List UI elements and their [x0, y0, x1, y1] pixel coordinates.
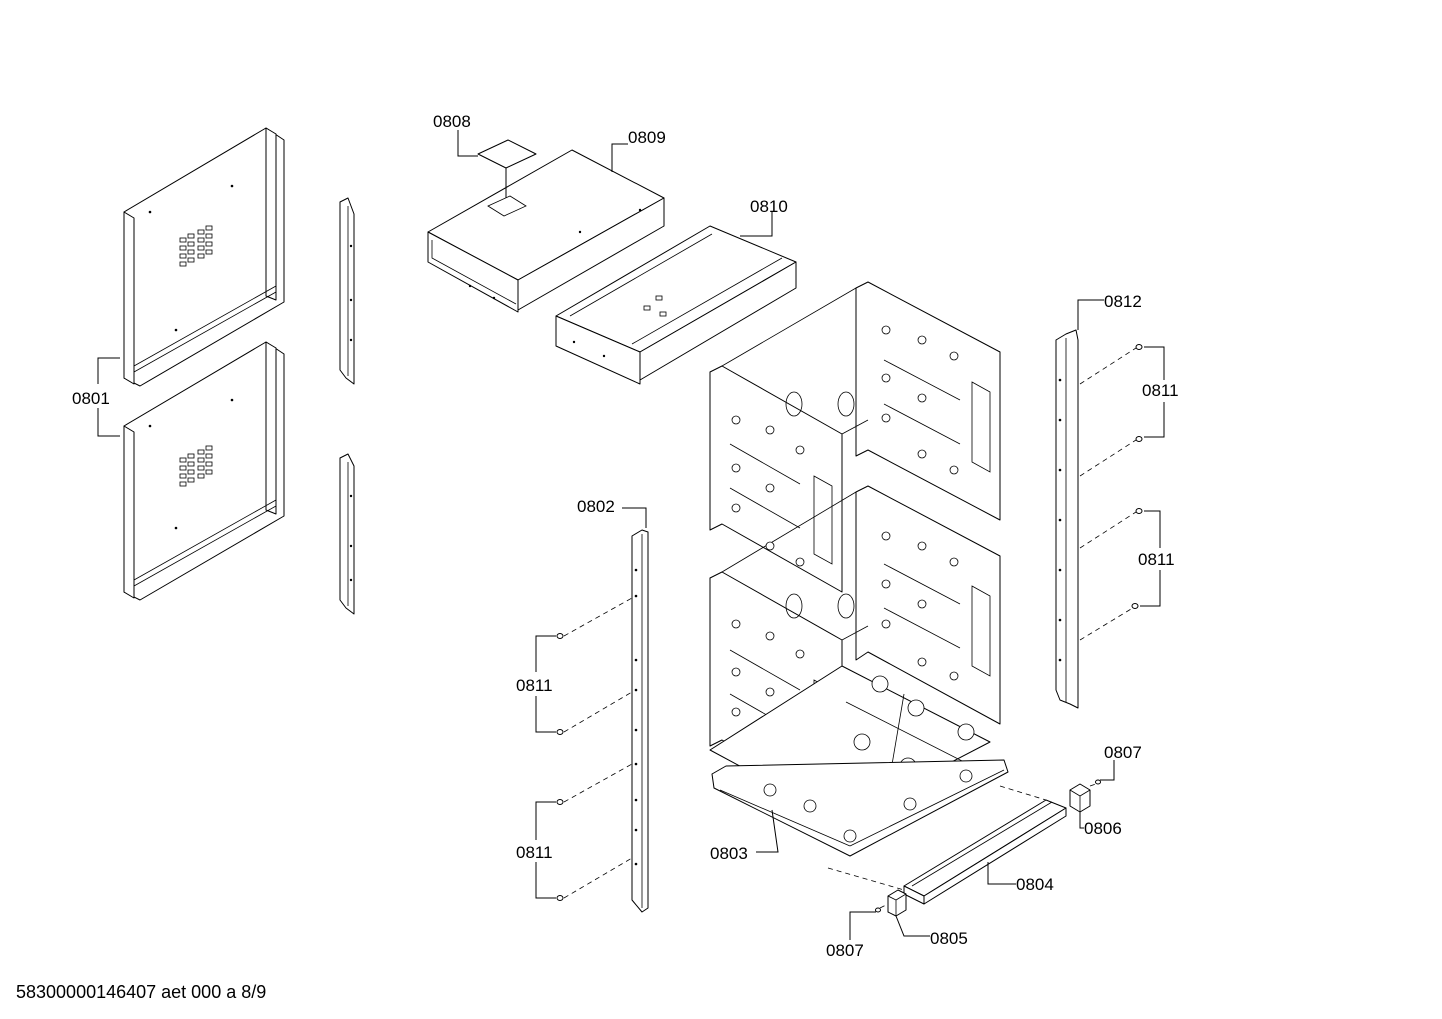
callout-0804: 0804: [1016, 875, 1054, 894]
screw-0807-left: [875, 903, 889, 913]
end-cap-0806: [1069, 783, 1091, 813]
top-cover-0809: [427, 149, 665, 313]
top-channel-0810: [555, 225, 797, 385]
callout-0807-left: 0807: [826, 941, 864, 960]
callout-0810: 0810: [750, 197, 788, 216]
screw-0807-right: [1089, 779, 1101, 787]
side-trim-strip-upper: [339, 197, 355, 385]
end-cap-0805: [887, 889, 907, 917]
front-rail-0802: [631, 529, 649, 913]
rear-rail-0812: [1055, 329, 1079, 709]
callout-0811-left-lower: 0811: [516, 843, 553, 862]
callout-0807-right: 0807: [1104, 743, 1142, 762]
oven-cavity-frame: [709, 281, 1001, 821]
callout-0801: 0801: [72, 389, 110, 408]
callout-0812: 0812: [1104, 292, 1142, 311]
bottom-tray-0803: [711, 759, 1009, 857]
callout-0811-left-upper: 0811: [516, 676, 553, 695]
callout-0811-right-lower: 0811: [1138, 550, 1175, 569]
side-panel-upper: [123, 127, 285, 387]
side-panel-lower: [123, 341, 285, 601]
callout-0809: 0809: [628, 128, 666, 147]
leader-0801: [97, 357, 120, 437]
callout-0806: 0806: [1084, 819, 1122, 838]
screw-group-right: [1079, 344, 1143, 641]
screw-group-left: [556, 597, 633, 901]
drawing-reference-footer: 58300000146407 aet 000 a 8/9: [16, 982, 266, 1002]
side-trim-strip-lower: [339, 453, 355, 615]
front-bar-0804: [903, 799, 1067, 905]
cover-plate-0808: [477, 139, 537, 169]
callout-0808: 0808: [433, 112, 471, 131]
callout-0803: 0803: [710, 844, 748, 863]
callout-0811-right-upper: 0811: [1142, 381, 1179, 400]
callout-0802: 0802: [577, 497, 615, 516]
callout-0805: 0805: [930, 929, 968, 948]
